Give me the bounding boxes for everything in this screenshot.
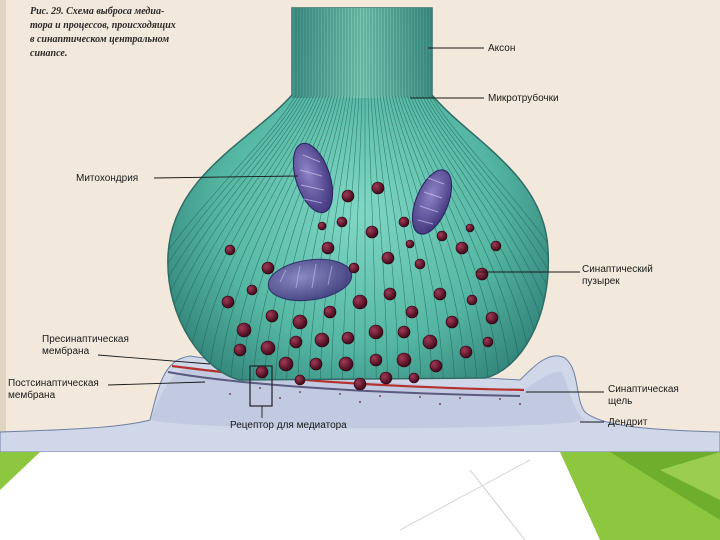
synaptic-vesicle: [409, 373, 419, 383]
synaptic-vesicle: [266, 310, 278, 322]
label-presynaptic-membrane-1: Пресинаптическая: [42, 334, 129, 345]
synaptic-vesicle: [234, 344, 246, 356]
synaptic-vesicle: [430, 360, 442, 372]
synaptic-vesicle: [237, 323, 251, 337]
synaptic-vesicle: [491, 241, 501, 251]
synaptic-vesicle: [337, 217, 347, 227]
synaptic-vesicle: [261, 341, 275, 355]
synaptic-vesicle: [354, 378, 366, 390]
synaptic-vesicle: [372, 182, 384, 194]
caption-line-1: Рис. 29. Схема выброса медиа-: [30, 6, 164, 17]
synaptic-vesicle: [339, 357, 353, 371]
label-synaptic-vesicle-1: Синаптический: [582, 264, 653, 275]
synaptic-vesicle: [342, 190, 354, 202]
label-receptor: Рецептор для медиатора: [230, 420, 347, 431]
synaptic-vesicle: [483, 337, 493, 347]
synaptic-vesicle: [279, 357, 293, 371]
synaptic-vesicle: [460, 346, 472, 358]
label-axon: Аксон: [488, 43, 515, 54]
label-presynaptic-membrane-2: мембрана: [42, 345, 90, 357]
label-postsynaptic-membrane-2: мембрана: [8, 389, 56, 401]
synaptic-vesicle: [247, 285, 257, 295]
caption-line-2: тора и процессов, происходящих: [30, 20, 176, 31]
synaptic-vesicle: [295, 375, 305, 385]
synaptic-vesicle: [222, 296, 234, 308]
synaptic-vesicle: [262, 262, 274, 274]
synaptic-vesicle: [225, 245, 235, 255]
caption-line-3: в синаптическом центральном: [30, 34, 169, 45]
synaptic-vesicle: [290, 336, 302, 348]
synaptic-vesicle: [322, 242, 334, 254]
synaptic-vesicle: [318, 222, 326, 230]
synaptic-vesicle: [423, 335, 437, 349]
synaptic-vesicle: [369, 325, 383, 339]
synaptic-vesicle: [380, 372, 392, 384]
synaptic-vesicle: [437, 231, 447, 241]
synaptic-vesicle: [310, 358, 322, 370]
caption-line-4: синапсе.: [30, 48, 67, 59]
synaptic-vesicle: [397, 353, 411, 367]
synaptic-vesicle: [466, 224, 474, 232]
synaptic-vesicle: [256, 366, 268, 378]
synaptic-vesicle: [476, 268, 488, 280]
synaptic-vesicle: [406, 240, 414, 248]
label-synaptic-cleft-1: Синаптическая: [608, 384, 679, 395]
label-dendrite: Дендрит: [608, 417, 648, 428]
synaptic-vesicle: [293, 315, 307, 329]
synaptic-vesicle: [398, 326, 410, 338]
synaptic-vesicle: [353, 295, 367, 309]
label-postsynaptic-membrane-1: Постсинаптическая: [8, 378, 99, 389]
synaptic-vesicle: [446, 316, 458, 328]
synaptic-vesicle: [349, 263, 359, 273]
synaptic-vesicle: [315, 333, 329, 347]
synaptic-vesicle: [456, 242, 468, 254]
left-page-edge: [0, 0, 6, 452]
label-synaptic-vesicle-2: пузырек: [582, 276, 620, 287]
synaptic-vesicle: [384, 288, 396, 300]
synaptic-vesicle: [467, 295, 477, 305]
synaptic-vesicle: [486, 312, 498, 324]
label-mitochondrion: Митохондрия: [76, 173, 138, 184]
synaptic-vesicle: [406, 306, 418, 318]
synaptic-vesicle: [415, 259, 425, 269]
label-synaptic-cleft-2: щель: [608, 396, 632, 407]
synaptic-vesicle: [342, 332, 354, 344]
synaptic-vesicle: [324, 306, 336, 318]
synaptic-vesicle: [399, 217, 409, 227]
label-microtubules: Микротрубочки: [488, 92, 559, 104]
synaptic-vesicle: [382, 252, 394, 264]
synaptic-vesicle: [366, 226, 378, 238]
synaptic-vesicle: [434, 288, 446, 300]
synaptic-vesicle: [370, 354, 382, 366]
